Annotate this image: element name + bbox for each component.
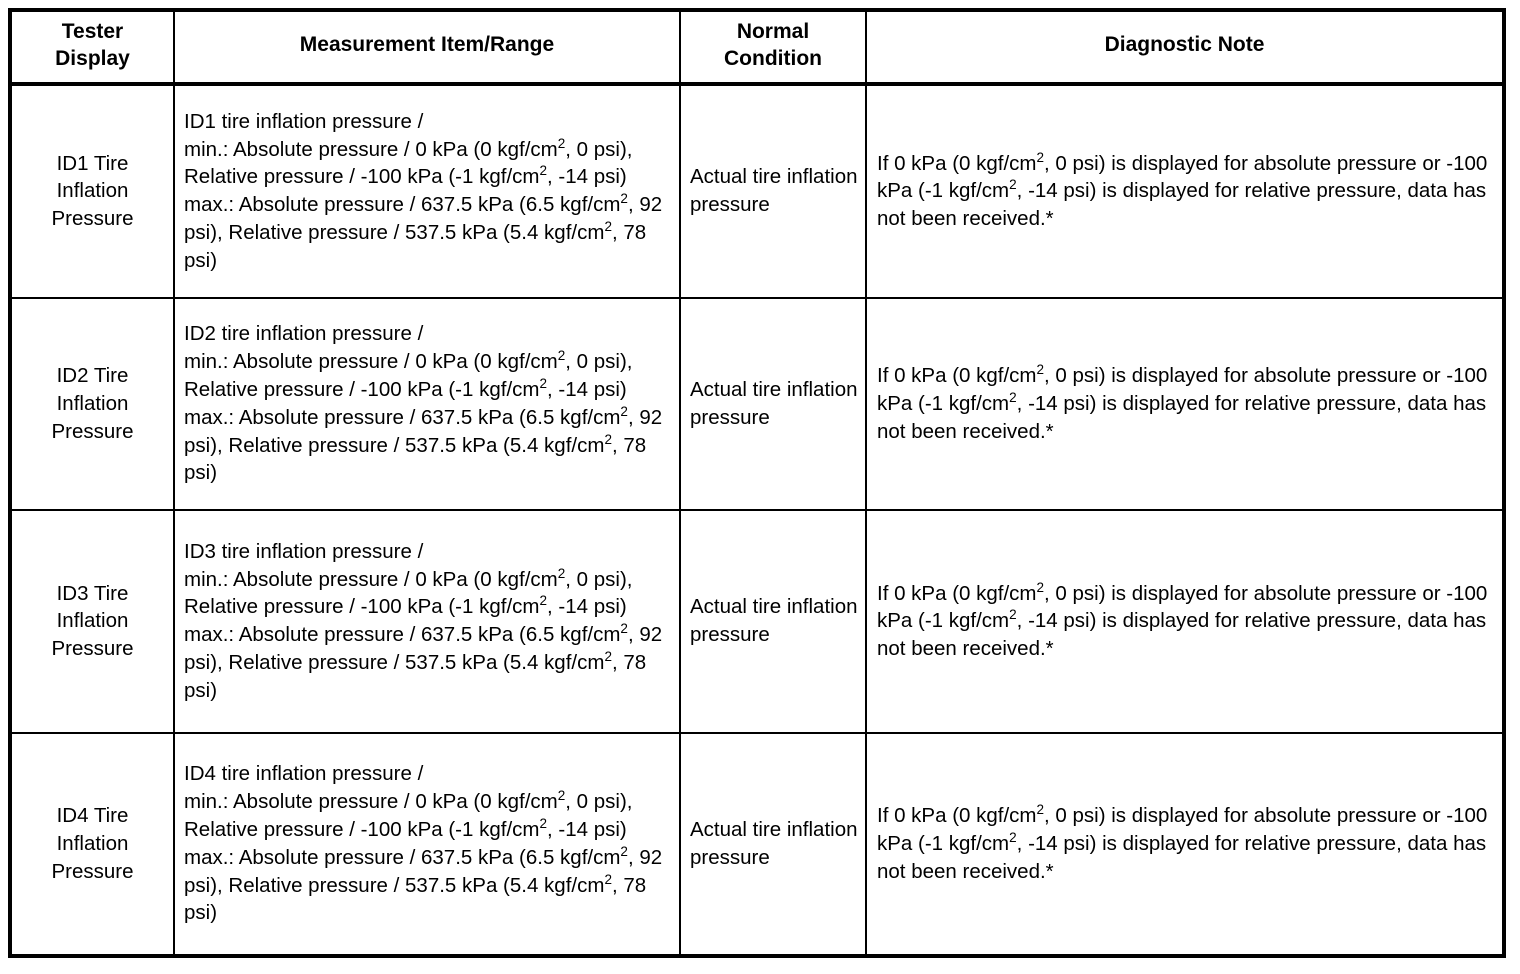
measurement-max: max.: Absolute pressure / 637.5 kPa (6.5… xyxy=(184,843,663,925)
cell-measurement-item-range: ID1 tire inflation pressure / min.: Abso… xyxy=(174,83,681,298)
measurement-title: ID2 tire inflation pressure / xyxy=(184,322,424,346)
cell-normal-condition: Actual tire inflation pressure xyxy=(680,83,867,298)
table-row: ID4 Tire Inflation Pressure ID4 tire inf… xyxy=(10,731,1504,956)
measurement-title: ID3 tire inflation pressure / xyxy=(184,539,424,563)
measurement-min: min.: Absolute pressure / 0 kPa (0 kgf/c… xyxy=(184,135,633,189)
cell-measurement-item-range: ID3 tire inflation pressure / min.: Abso… xyxy=(174,508,681,733)
measurement-max: max.: Absolute pressure / 637.5 kPa (6.5… xyxy=(184,621,663,702)
cell-diagnostic-note: If 0 kPa (0 kgf/cm2, 0 psi) is displayed… xyxy=(866,296,1504,510)
cell-normal-condition: Actual tire inflation pressure xyxy=(680,731,867,956)
cell-tester-display: ID1 Tire Inflation Pressure xyxy=(10,83,175,298)
table-body: ID1 Tire Inflation Pressure ID1 tire inf… xyxy=(10,83,1504,956)
measurement-min: min.: Absolute pressure / 0 kPa (0 kgf/c… xyxy=(184,788,633,841)
measurement-max: max.: Absolute pressure / 637.5 kPa (6.5… xyxy=(184,191,663,272)
measurement-min: min.: Absolute pressure / 0 kPa (0 kgf/c… xyxy=(184,565,633,619)
cell-measurement-item-range: ID4 tire inflation pressure / min.: Abso… xyxy=(174,731,681,956)
table-row: ID1 Tire Inflation Pressure ID1 tire inf… xyxy=(10,83,1504,298)
cell-normal-condition: Actual tire inflation pressure xyxy=(680,296,867,510)
cell-tester-display: ID4 Tire Inflation Pressure xyxy=(10,731,175,956)
cell-normal-condition: Actual tire inflation pressure xyxy=(680,508,867,733)
cell-diagnostic-note: If 0 kPa (0 kgf/cm2, 0 psi) is displayed… xyxy=(866,731,1504,956)
measurement-min: min.: Absolute pressure / 0 kPa (0 kgf/c… xyxy=(184,348,633,401)
cell-measurement-item-range: ID2 tire inflation pressure / min.: Abso… xyxy=(174,296,681,510)
column-header-measurement-item-range: Measurement Item/Range xyxy=(174,10,681,86)
measurement-title: ID4 tire inflation pressure / xyxy=(184,762,424,786)
measurement-title: ID1 tire inflation pressure / xyxy=(184,109,424,133)
cell-tester-display: ID2 Tire Inflation Pressure xyxy=(10,296,175,510)
measurement-max: max.: Absolute pressure / 637.5 kPa (6.5… xyxy=(184,403,663,485)
cell-diagnostic-note: If 0 kPa (0 kgf/cm2, 0 psi) is displayed… xyxy=(877,149,1488,231)
table-row: ID2 Tire Inflation Pressure ID2 tire inf… xyxy=(10,296,1504,510)
table-row: ID3 Tire Inflation Pressure ID3 tire inf… xyxy=(10,508,1504,733)
column-header-diagnostic-note: Diagnostic Note xyxy=(866,10,1504,86)
cell-diagnostic-note: If 0 kPa (0 kgf/cm2, 0 psi) is displayed… xyxy=(866,508,1504,733)
cell-tester-display: ID3 Tire Inflation Pressure xyxy=(10,508,175,733)
